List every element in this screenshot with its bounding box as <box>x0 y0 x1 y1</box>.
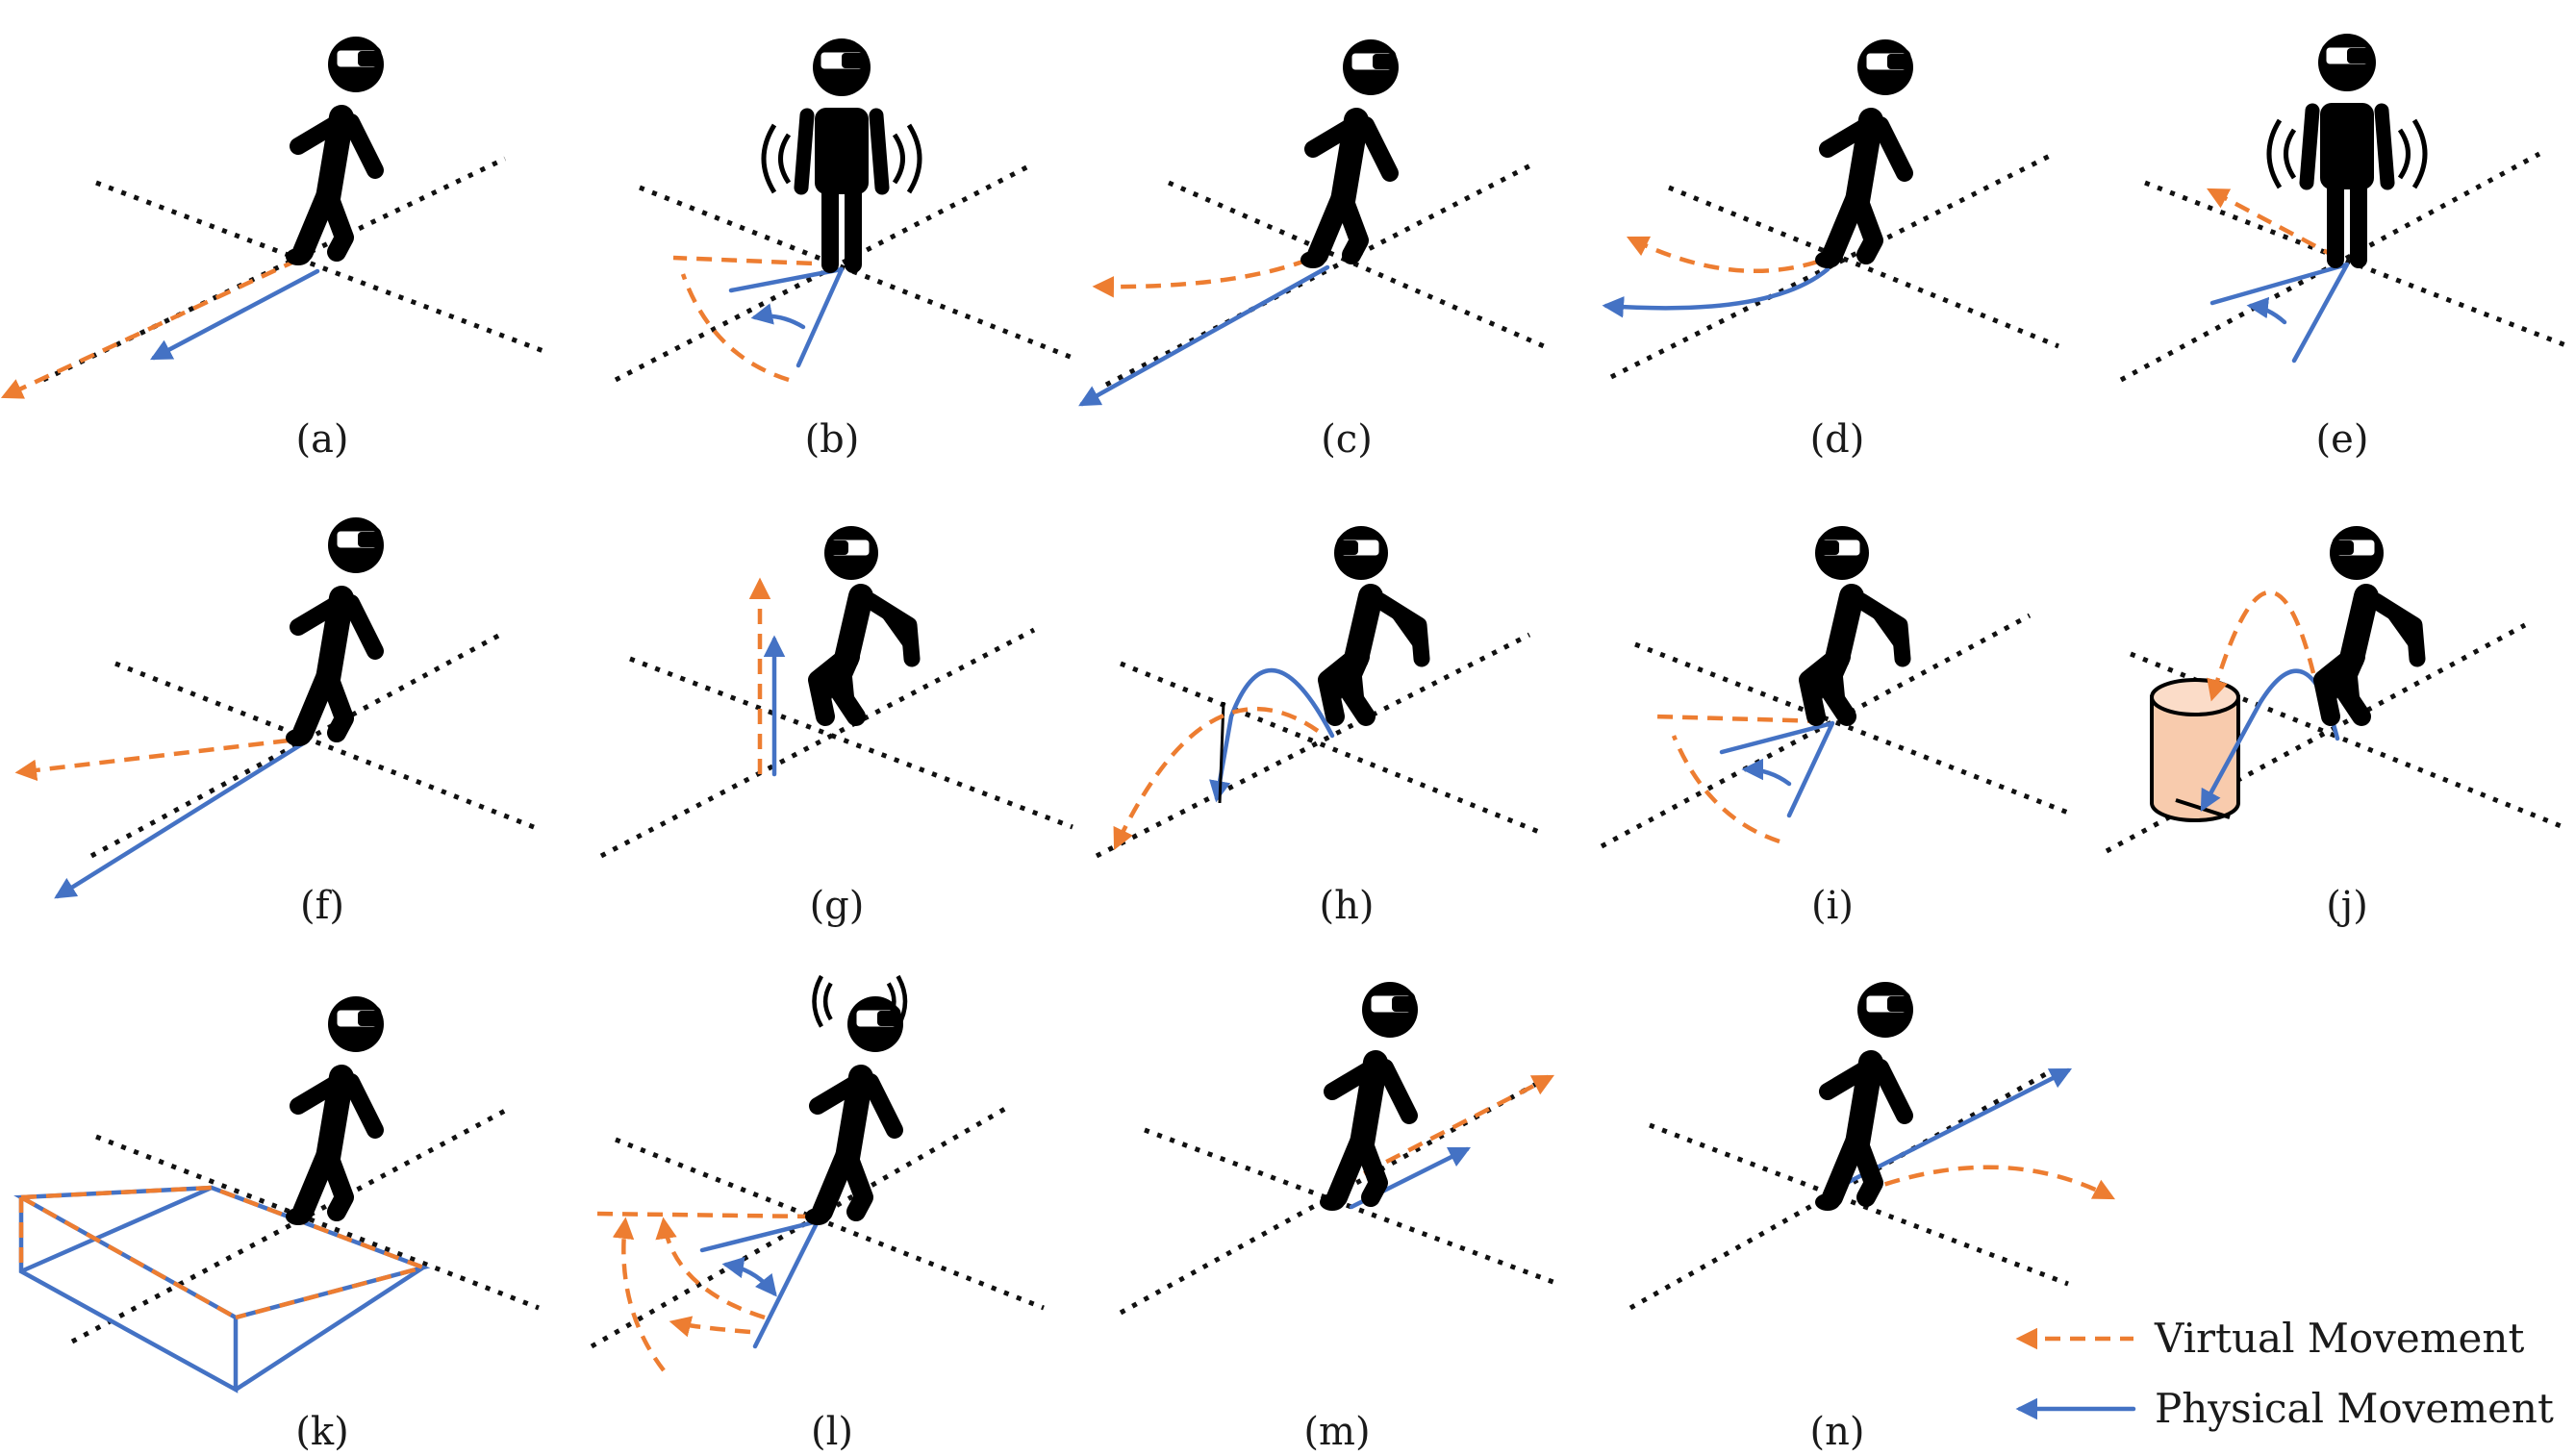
panel-a <box>0 37 544 399</box>
legend-physical-label: Physical Movement <box>2155 1385 2554 1432</box>
caption-h: (h) <box>1320 884 1375 928</box>
vr-user <box>286 996 384 1225</box>
vr-user <box>2323 526 2417 716</box>
ground-grid <box>2105 622 2564 854</box>
physical-arrow <box>2209 262 2350 364</box>
virtual-arrow <box>0 257 299 399</box>
vr-user <box>805 996 903 1225</box>
panel-d <box>1602 39 2059 380</box>
ground-grid <box>70 1108 540 1344</box>
panel-l <box>590 974 1045 1372</box>
caption-b: (b) <box>805 417 860 462</box>
panel-g <box>599 526 1073 859</box>
vr-user <box>801 38 882 264</box>
physical-rotation-arc <box>721 1256 777 1297</box>
ground-grid <box>2119 151 2569 383</box>
caption-d: (d) <box>1810 417 1865 462</box>
caption-f: (f) <box>300 884 344 928</box>
panel-f <box>14 517 540 899</box>
ground-grid <box>41 156 544 383</box>
ground-grid <box>1104 161 1545 388</box>
vr-user <box>1808 526 1903 716</box>
physical-rotation-arc <box>2246 296 2287 325</box>
virtual-arrow <box>1092 257 1309 298</box>
virtual-arrow <box>1113 706 1320 851</box>
ground-grid <box>1600 613 2069 849</box>
vr-user <box>1815 982 1913 1211</box>
vr-user <box>1300 39 1399 268</box>
physical-arrow <box>1602 266 1830 318</box>
virtual-arrow <box>14 738 290 782</box>
caption-g: (g) <box>810 884 865 928</box>
physical-arrow <box>1209 667 1335 803</box>
virtual-arrow <box>2207 590 2316 702</box>
ground-grid <box>1609 151 2059 380</box>
panel-captions: (a) (b) (c) (d) (e) (f) (g) (h) (i) (j) … <box>295 417 2368 1454</box>
virtual-rotation-arc-3 <box>669 1316 751 1338</box>
legend: Virtual Movement Physical Movement <box>2015 1315 2554 1432</box>
caption-m: (m) <box>1303 1410 1370 1454</box>
virtual-arrow <box>595 1211 814 1219</box>
panel-n <box>1628 982 2115 1311</box>
caption-c: (c) <box>1321 417 1373 462</box>
caption-a: (a) <box>295 417 348 462</box>
physical-arrow <box>150 268 320 361</box>
caption-j: (j) <box>2326 884 2368 928</box>
panel-c <box>1078 39 1545 407</box>
physical-rotation-arc <box>1741 758 1792 787</box>
caption-i: (i) <box>1811 884 1854 928</box>
vr-user <box>2307 34 2387 260</box>
panel-h <box>1095 526 1540 859</box>
caption-n: (n) <box>1810 1410 1865 1454</box>
panel-m <box>1119 982 1559 1316</box>
caption-l: (l) <box>811 1410 853 1454</box>
panel-e <box>2119 34 2569 383</box>
projection-line <box>1218 701 1225 804</box>
panel-k <box>13 996 540 1393</box>
panel-j <box>2105 526 2564 854</box>
physical-arrow <box>54 738 311 899</box>
ground-grid <box>1628 1069 2069 1311</box>
ground-grid <box>590 1103 1045 1349</box>
vr-user <box>1320 982 1418 1211</box>
virtual-rotation-arc <box>655 1217 766 1320</box>
vr-user <box>818 526 912 716</box>
panel-i <box>1600 526 2069 849</box>
caption-e: (e) <box>2316 417 2369 462</box>
vr-user <box>286 37 384 265</box>
vr-user <box>1815 39 1913 268</box>
virtual-rotation-arc-2 <box>612 1217 666 1372</box>
vr-user <box>1327 526 1422 716</box>
caption-k: (k) <box>295 1410 348 1454</box>
physical-rotation-arc <box>750 303 806 330</box>
virtual-arrow <box>1654 714 1824 844</box>
physical-arrow <box>1719 720 1835 818</box>
physical-arrow <box>699 1218 820 1349</box>
virtual-arrow <box>1860 1165 2115 1200</box>
ground-grid <box>1095 632 1540 859</box>
ground-grid <box>599 627 1073 859</box>
vr-user <box>286 517 384 746</box>
physical-arrow <box>1078 264 1330 407</box>
ground-grid <box>614 161 1073 383</box>
virtual-arrow <box>672 255 838 383</box>
virtual-slope <box>18 1185 431 1320</box>
physical-arrow <box>728 266 845 368</box>
slope-box <box>13 1185 431 1393</box>
panel-b <box>614 38 1073 383</box>
legend-virtual-label: Virtual Movement <box>2154 1315 2524 1362</box>
ground-grid <box>89 632 540 859</box>
virtual-arrow <box>2207 188 2339 260</box>
virtual-arrow <box>1626 236 1819 274</box>
